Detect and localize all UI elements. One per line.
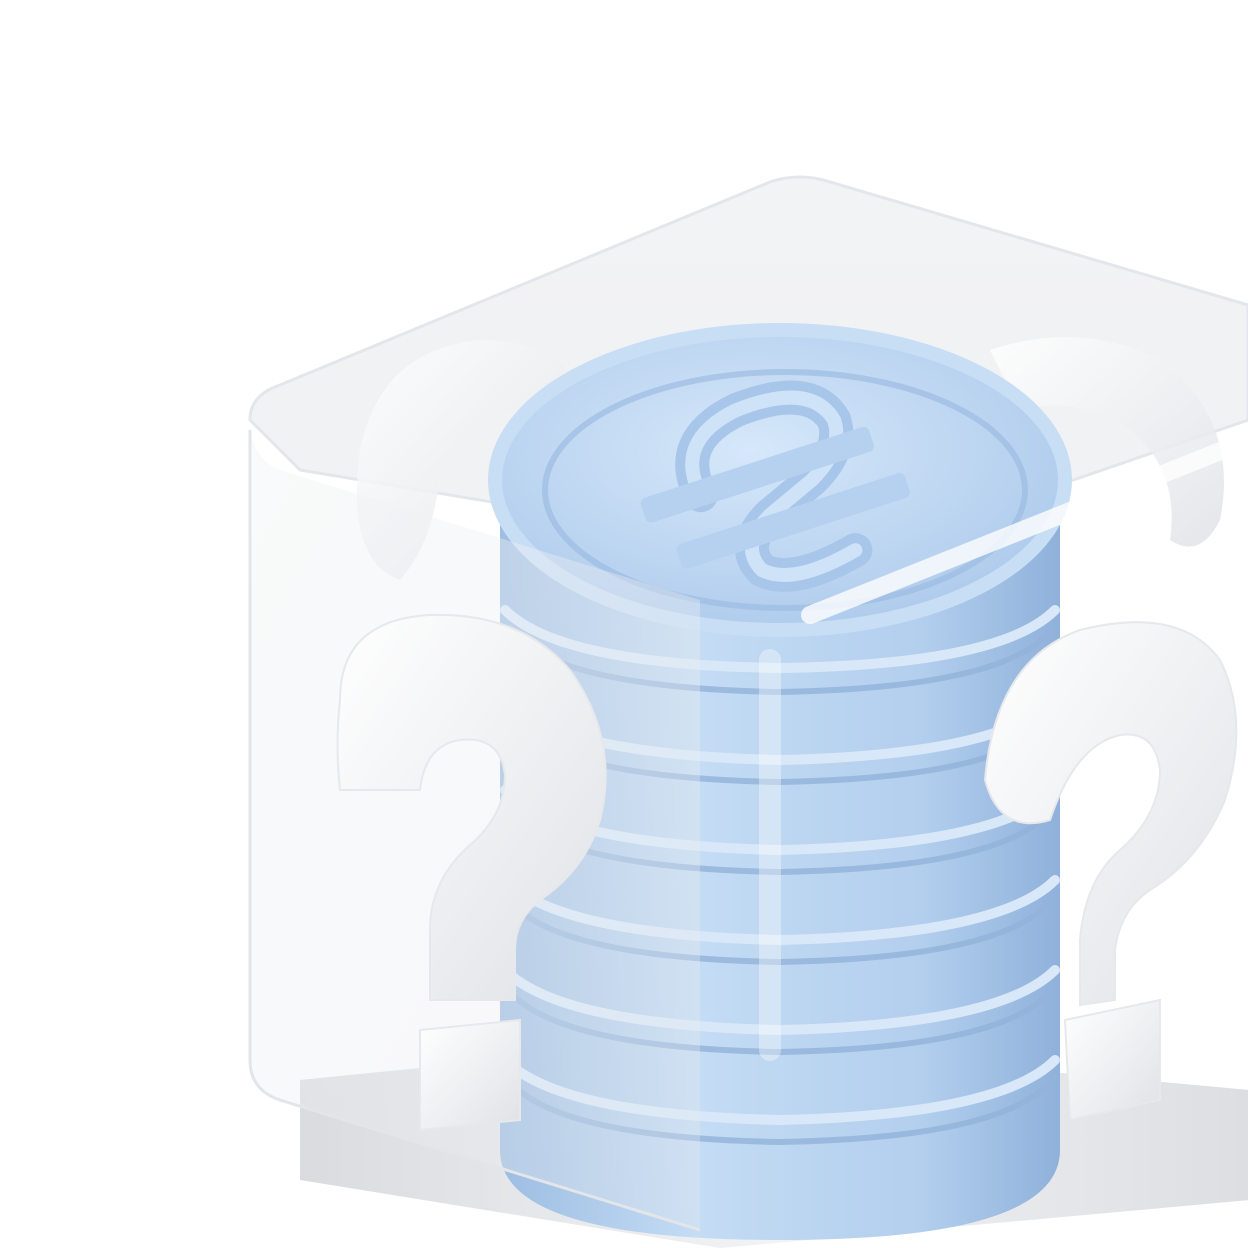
question-mark-back-right-icon — [990, 337, 1224, 547]
hryvnia-sign-icon — [640, 380, 910, 592]
question-mark-front-left-icon — [336, 613, 607, 1132]
glass-highlight — [759, 431, 1248, 1061]
question-mark-front-right-icon — [983, 621, 1238, 1122]
glass-cube-front — [248, 430, 701, 1232]
